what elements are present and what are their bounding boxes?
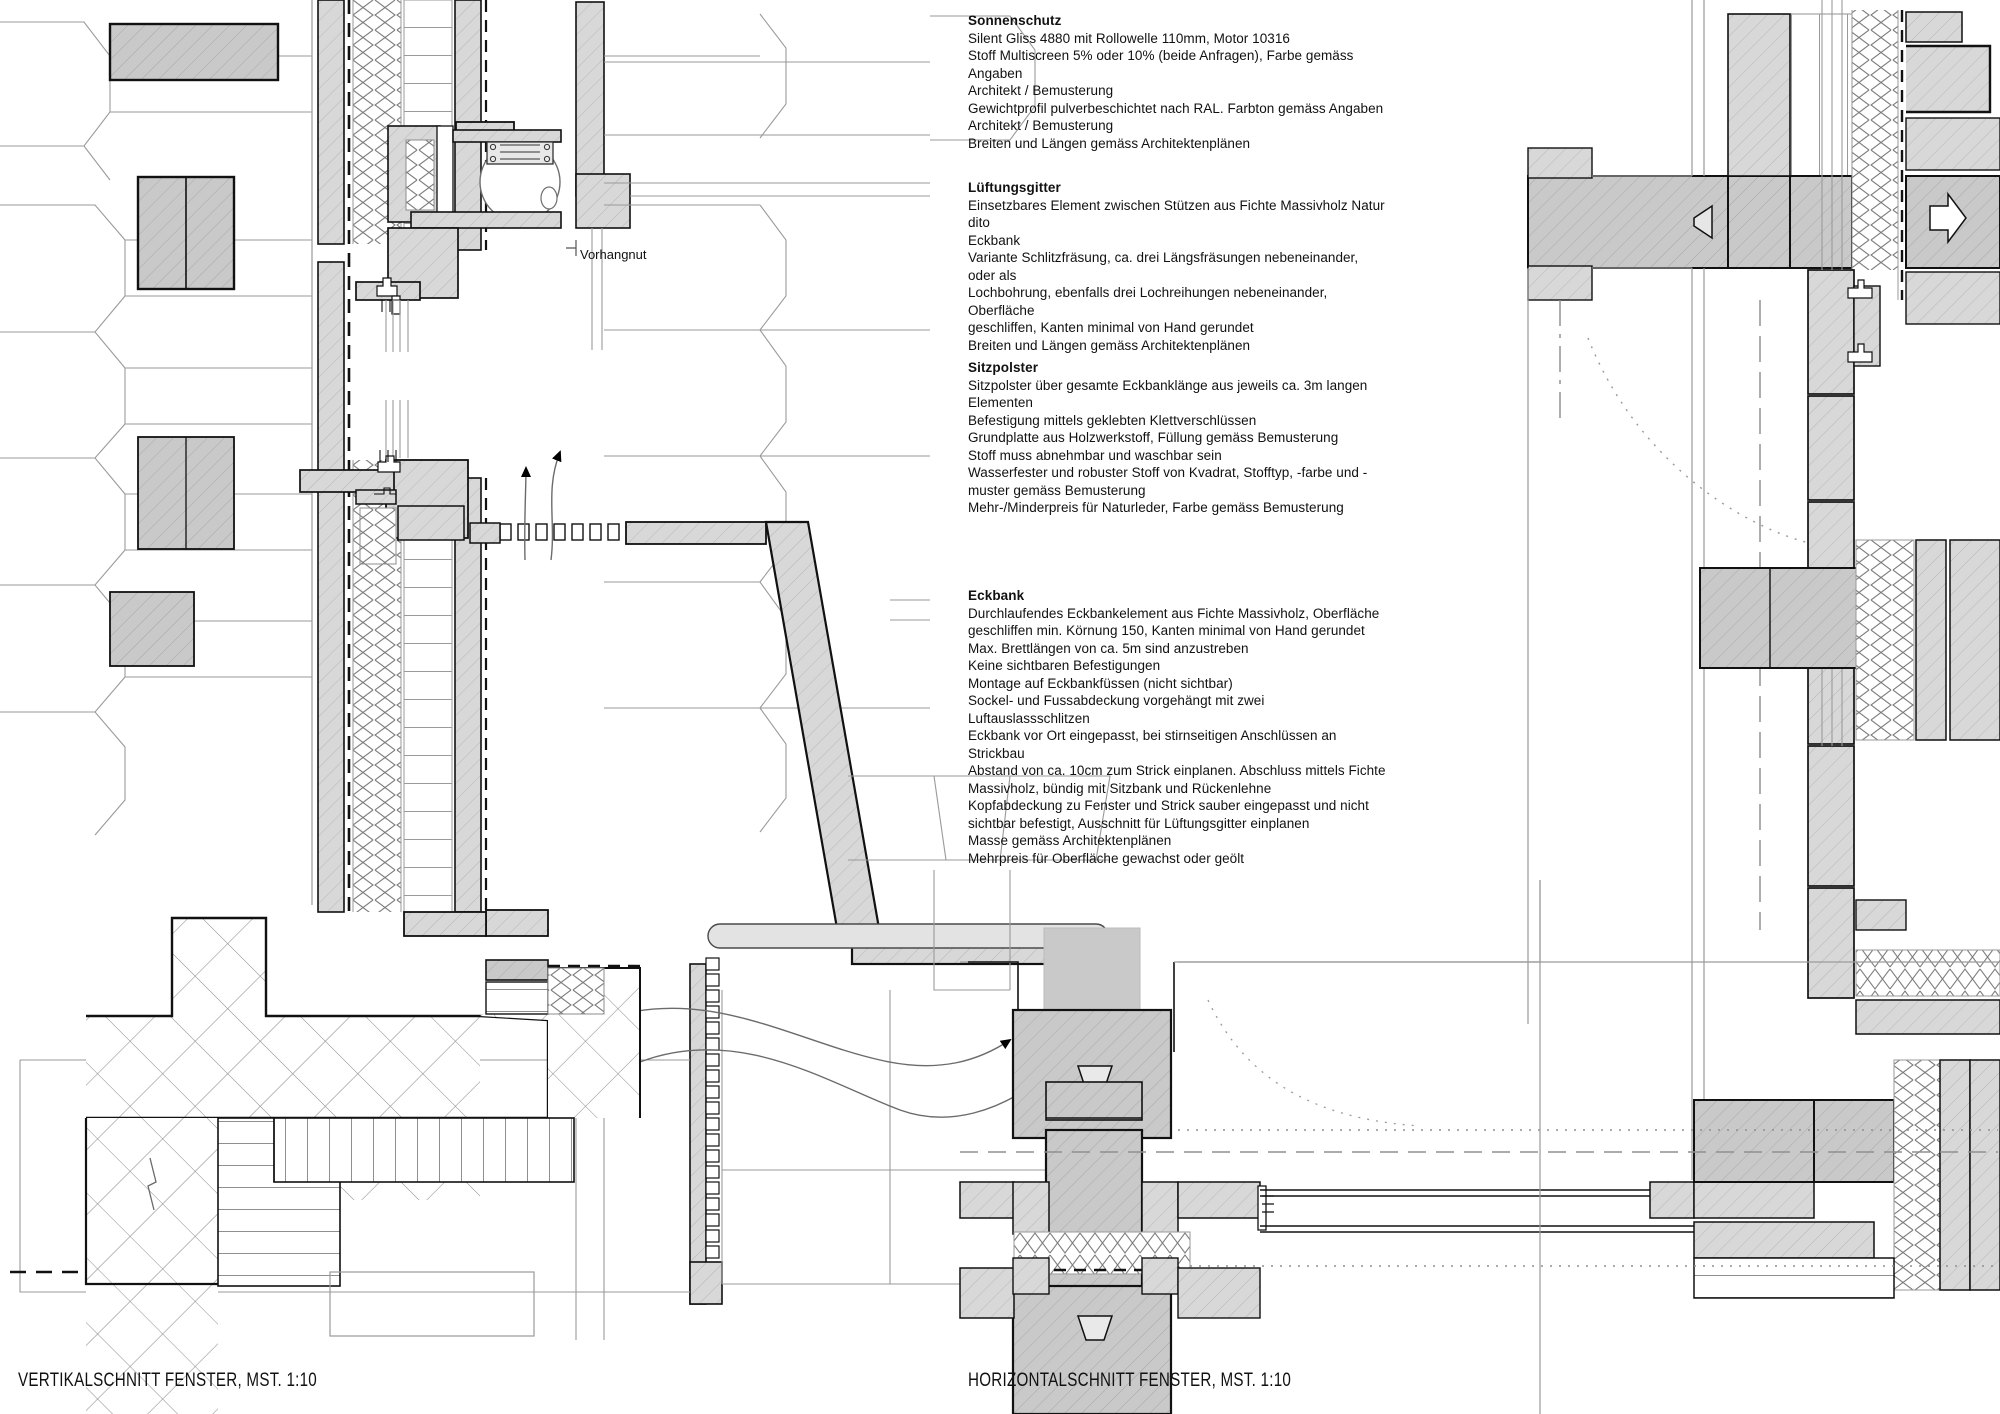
note-line: Breiten und Längen gemäss Architektenplä… <box>968 337 1251 353</box>
horizontal-section <box>959 0 2000 1414</box>
caption-vertikalschnitt: VERTIKALSCHNITT FENSTER, MST. 1:10 <box>18 1370 318 1391</box>
caption-horizontalschnitt: HORIZONTALSCHNITT FENSTER, MST. 1:10 <box>968 1370 1292 1391</box>
note-line: Breiten und Längen gemäss Architektenplä… <box>968 135 1251 151</box>
note-line: Silent Gliss 4880 mit Rollowelle 110mm, … <box>968 30 1290 46</box>
concrete-foundation <box>10 916 641 1414</box>
note-block-sitzpolster: Sitzpolster Sitzpolster über gesamte Eck… <box>968 359 1388 517</box>
note-line: muster gemäss Bemusterung <box>968 482 1146 498</box>
note-line: Gewichtprofil pulverbeschichtet nach RAL… <box>968 100 1384 116</box>
note-block-eckbank: Eckbank Durchlaufendes Eckbankelement au… <box>968 587 1388 867</box>
note-line: Max. Brettlängen von ca. 5m sind anzustr… <box>968 640 1249 656</box>
vertical-section <box>0 0 1113 1414</box>
note-line: Befestigung mittels geklebten Klettversc… <box>968 412 1257 428</box>
note-line: Masse gemäss Architektenplänen <box>968 833 1172 848</box>
note-line: Montage auf Eckbankfüssen (nicht sichtba… <box>968 675 1233 691</box>
note-line: Einsetzbares Element zwischen Stützen au… <box>968 197 1389 231</box>
airflow-arrows-top <box>520 450 562 561</box>
note-line: Massivholz, bündig mit Sitzbank und Rück… <box>968 780 1272 796</box>
note-line: Kopfabdeckung zu Fenster und Strick saub… <box>968 798 1369 813</box>
note-line: Eckbank <box>968 232 1021 248</box>
note-line: Durchlaufendes Eckbankelement aus Fichte… <box>968 605 1380 621</box>
note-line: Sitzpolster über gesamte Eckbanklänge au… <box>968 377 1368 393</box>
backrest <box>764 520 882 936</box>
note-title: Lüftungsgitter <box>968 180 1061 195</box>
note-line: Mehr-/Minderpreis für Naturleder, Farbe … <box>968 500 1344 515</box>
note-line: Architekt / Bemusterung <box>968 83 1114 98</box>
note-line: Variante Schlitzfräsung, ca. drei Längsf… <box>968 250 1362 283</box>
note-title: Sonnenschutz <box>968 13 1062 28</box>
note-title: Sitzpolster <box>968 360 1039 375</box>
note-line: Lochbohrung, ebenfalls drei Lochreihunge… <box>968 285 1332 318</box>
note-line: Stoff muss abnehmbar und waschbar sein <box>968 447 1222 463</box>
note-line: Abstand von ca. 10cm zum Strick einplane… <box>968 763 1386 778</box>
note-line: Stoff Multiscreen 5% oder 10% (beide Anf… <box>968 48 1357 81</box>
note-block-lueftungsgitter: Lüftungsgitter Einsetzbares Element zwis… <box>968 179 1388 354</box>
note-line: geschliffen, Kanten minimal von Hand ger… <box>968 320 1254 335</box>
note-line: sichtbar befestigt, Ausschnitt für Lüftu… <box>968 815 1310 831</box>
note-line: Mehrpreis für Oberfläche gewachst oder g… <box>968 850 1245 866</box>
note-block-sonnenschutz: Sonnenschutz Silent Gliss 4880 mit Rollo… <box>968 12 1388 152</box>
note-line: Eckbank vor Ort eingepasst, bei stirnsei… <box>968 728 1341 761</box>
leader-label-vorhangnut: Vorhangnut <box>580 247 647 262</box>
airflow-arrows-bottom <box>589 1007 1042 1118</box>
note-line: Keine sichtbaren Befestigungen <box>968 658 1161 673</box>
note-line: Wasserfester und robuster Stoff von Kvad… <box>968 465 1368 480</box>
note-line: geschliffen min. Körnung 150, Kanten min… <box>968 623 1365 638</box>
note-title: Eckbank <box>968 588 1025 603</box>
socket-air-slots <box>705 957 720 1259</box>
note-line: Elementen <box>968 395 1033 410</box>
note-line: Sockel- und Fussabdeckung vorgehängt mit… <box>968 693 1269 726</box>
ventilation-grille-slots <box>499 523 620 541</box>
note-line: Grundplatte aus Holzwerkstoff, Füllung g… <box>968 430 1339 445</box>
note-line: Architekt / Bemusterung <box>968 118 1114 133</box>
